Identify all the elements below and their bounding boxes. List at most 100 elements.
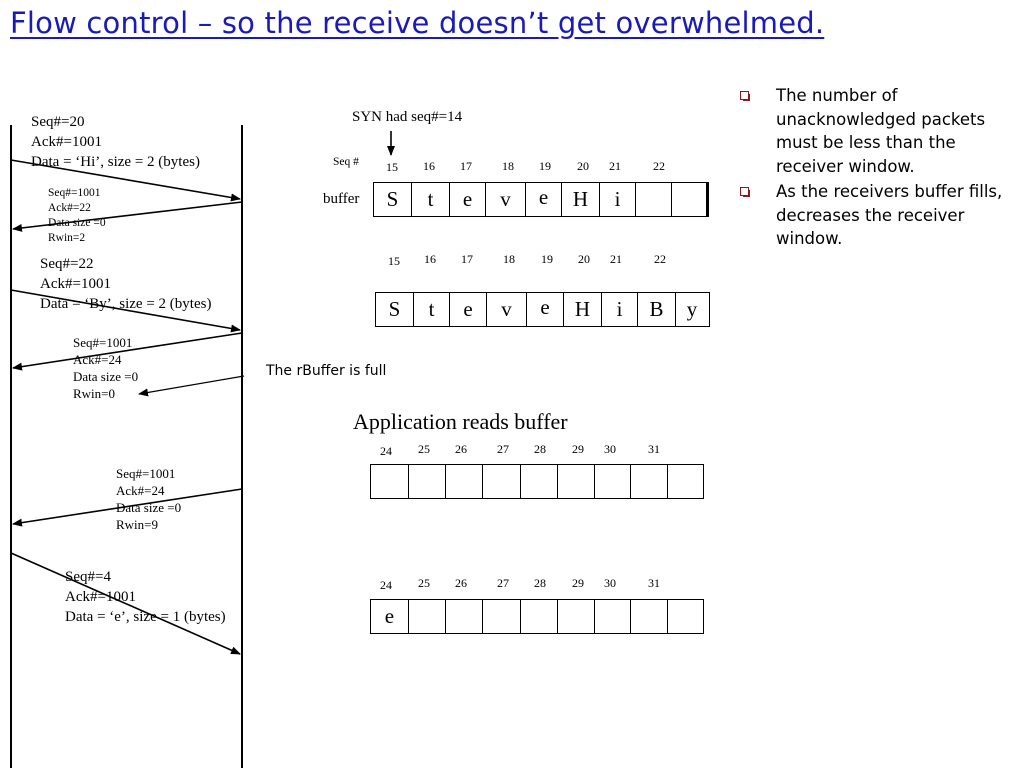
msg-rwin: Rwin=2: [48, 232, 86, 244]
msg-ack: Ack#=24: [116, 483, 165, 498]
buffer-cell: S: [376, 293, 414, 326]
seq-number: 28: [534, 576, 546, 590]
seq-number: 25: [418, 442, 430, 456]
seq-number: 26: [455, 576, 467, 590]
seq-number: 29: [572, 576, 584, 590]
buffer-cell: [636, 183, 672, 216]
msg-seq: Seq#=20: [31, 114, 85, 130]
seq-number: 17: [460, 159, 472, 173]
buffer-2: S t e v e H i B y: [375, 292, 710, 327]
buffer-cell: [668, 465, 703, 498]
arrow-m5: [12, 488, 243, 527]
arrow-m3: [10, 289, 241, 333]
buffer-cell: H: [564, 293, 602, 326]
message-seq22: Seq#=22 Ack#=1001 Data = ‘By’, size = 2 …: [40, 254, 211, 314]
buffer-cell: t: [414, 293, 450, 326]
buffer-cell: [446, 600, 484, 633]
msg-ack: Ack#=1001: [65, 589, 136, 605]
buffer-cell: e: [527, 293, 564, 326]
slide-title: Flow control – so the receive doesn’t ge…: [10, 6, 825, 40]
buffer-1: S t e v e H i: [373, 182, 709, 217]
msg-data: Data = ‘Hi’, size = 2 (bytes): [31, 154, 200, 170]
buffer-cell: [371, 465, 409, 498]
buffer-cell: [483, 465, 522, 498]
seq-number: 24: [380, 578, 392, 592]
buffer-cell: v: [487, 293, 527, 326]
buffer-cell: y: [686, 297, 698, 321]
arrow-rbuffer: [138, 375, 245, 397]
buffer-cell: e: [526, 183, 562, 216]
bullet-text: The number of unacknowledged packets mus…: [776, 86, 986, 176]
buffer-cell: i: [602, 293, 638, 326]
bullet-list: The number of unacknowledged packets mus…: [740, 84, 1010, 253]
seq-number: 21: [610, 252, 622, 266]
msg-data: Data = ‘e’, size = 1 (bytes): [65, 609, 226, 625]
buffer-4: e: [370, 599, 704, 634]
msg-seq: Seq#=1001: [116, 466, 176, 481]
buffer-cell: B: [638, 293, 676, 326]
buffer-cell: [631, 465, 669, 498]
buffer-cell: i: [600, 183, 636, 216]
seq-number: 24: [380, 444, 392, 458]
checkbox-bullet-icon: [740, 91, 750, 101]
seq-number: 30: [604, 576, 616, 590]
buffer-cell: e: [450, 183, 486, 216]
app-reads-heading: Application reads buffer: [353, 409, 568, 434]
msg-ack: Ack#=1001: [31, 134, 102, 150]
buffer-3: [370, 464, 704, 499]
seq-number: 15: [386, 160, 398, 174]
msg-ack: Ack#=24: [73, 352, 122, 367]
buffer-cell: [672, 183, 705, 216]
seq-number: 21: [609, 159, 621, 173]
message-ack24-rwin0: Seq#=1001 Ack#=24 Data size =0 Rwin=0: [73, 334, 138, 402]
buffer-cell: [409, 465, 446, 498]
buffer-cell: [558, 465, 595, 498]
seq-number: 19: [539, 159, 551, 173]
msg-rwin: Rwin=9: [116, 517, 159, 532]
buffer-cell: [595, 600, 632, 633]
buffer-cell: H: [562, 183, 600, 216]
message-seq20: Seq#=20 Ack#=1001 Data = ‘Hi’, size = 2 …: [31, 112, 200, 172]
seq-label: Seq #: [333, 156, 359, 168]
seq-number: 31: [648, 442, 660, 456]
msg-seq: Seq#=1001: [48, 187, 101, 199]
seq-number: 16: [424, 252, 436, 266]
buffer-label: buffer: [323, 191, 360, 207]
seq-number: 20: [577, 159, 589, 173]
msg-data-size: Data size =0: [73, 369, 139, 384]
buffer-cell: [483, 600, 522, 633]
bullet-item: The number of unacknowledged packets mus…: [740, 84, 1010, 178]
rbuffer-full-note: The rBuffer is full: [266, 363, 387, 379]
checkbox-bullet-icon: [740, 187, 750, 197]
msg-data: Data = ‘By’, size = 2 (bytes): [40, 296, 212, 312]
seq-number: 29: [572, 442, 584, 456]
seq-number: 27: [497, 442, 509, 456]
bullet-item: As the receivers buffer fills, decreases…: [740, 180, 1010, 251]
seq-number: 19: [541, 252, 553, 266]
buffer-cell: [595, 465, 632, 498]
buffer-cell: [521, 600, 558, 633]
seq-number: 18: [503, 252, 515, 266]
msg-ack: Ack#=1001: [40, 276, 111, 292]
buffer-cell: [631, 600, 669, 633]
seq-number: 17: [461, 252, 473, 266]
buffer-cell: [409, 600, 446, 633]
buffer-cell: v: [486, 183, 526, 216]
msg-data-size: Data size =0: [48, 217, 106, 229]
message-ack24-rwin9: Seq#=1001 Ack#=24 Data size =0 Rwin=9: [116, 465, 181, 533]
buffer-cell: [521, 465, 558, 498]
seq-number: 15: [388, 254, 400, 268]
buffer-cell: [446, 465, 484, 498]
msg-data-size: Data size =0: [116, 500, 182, 515]
buffer-cell: [668, 600, 703, 633]
msg-seq: Seq#=22: [40, 256, 94, 272]
buffer-cell: t: [412, 183, 450, 216]
seq-number: 22: [653, 159, 665, 173]
seq-number: 22: [654, 252, 666, 266]
seq-number: 28: [534, 442, 546, 456]
seq-number: 30: [604, 442, 616, 456]
seq-number: 31: [648, 576, 660, 590]
msg-seq: Seq#=4: [65, 569, 111, 585]
seq-number: 20: [578, 252, 590, 266]
